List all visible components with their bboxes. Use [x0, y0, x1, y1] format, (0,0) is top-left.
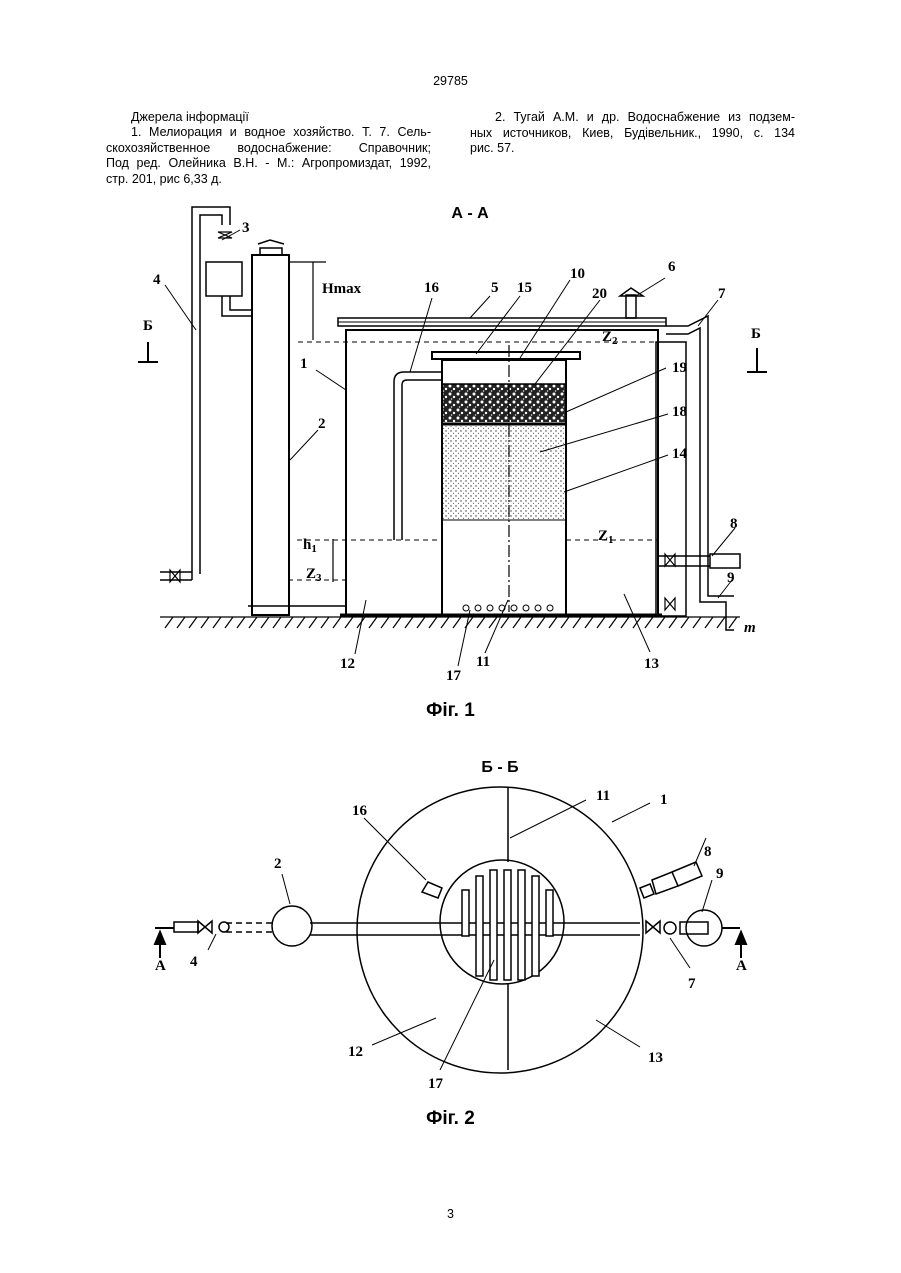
callout-4: 4: [153, 272, 161, 288]
reference-2-line-3: рис. 57.: [470, 141, 795, 157]
fig2-callout-16: 16: [352, 803, 368, 819]
callout-12: 12: [340, 656, 355, 672]
section-mark-a-right: А: [736, 958, 747, 974]
callout-9: 9: [727, 570, 735, 586]
document-number: 29785: [0, 74, 901, 90]
vent-cap: [620, 288, 643, 318]
fig2-callout-8: 8: [704, 844, 712, 860]
reference-1-line-3: Под ред. Олейника В.Н. - М.: Агропромизд…: [106, 156, 431, 172]
callout-20: 20: [592, 286, 607, 302]
reference-2-line-2: ных источников, Киев, Будівельник., 1990…: [470, 126, 795, 142]
tower-circle: [272, 906, 312, 946]
supply-pipe-4: [160, 207, 252, 580]
collector-holes: [463, 605, 553, 611]
reference-1-line-2: скохозяйственное водоснабжение: Справочн…: [106, 141, 431, 157]
dimension-hmax: [290, 262, 333, 582]
ground-hatch: [160, 617, 740, 628]
fig2-section-arrows: [155, 932, 746, 958]
tank-outline-circle: [357, 787, 643, 1073]
callout-18: 18: [672, 404, 687, 420]
callout-19: 19: [672, 360, 687, 376]
callout-11: 11: [476, 654, 490, 670]
slope-mark-m: m: [744, 620, 756, 636]
figure-1-caption: Фіг. 1: [0, 700, 901, 722]
fig2-callout-7: 7: [688, 976, 696, 992]
callout-3: 3: [242, 220, 250, 236]
fig2-callout-1: 1: [660, 792, 668, 808]
reference-1-line-4: стр. 201, рис 6,33 д.: [106, 172, 431, 188]
fig2-callout-2: 2: [274, 856, 282, 872]
callout-5: 5: [491, 280, 499, 296]
callout-2: 2: [318, 416, 326, 432]
callout-6: 6: [668, 259, 676, 275]
section-mark-b-left: Б: [143, 318, 153, 334]
pipe-9-circle: [686, 910, 722, 946]
filter-column: [432, 345, 580, 615]
z2-label: Z2: [602, 329, 618, 347]
section-mark-b-right: Б: [751, 326, 761, 342]
callout-10: 10: [570, 266, 585, 282]
callout-7: 7: [718, 286, 726, 302]
section-a-a-label: А - А: [451, 205, 489, 222]
reference-1-line-1: 1. Мелиорация и водное хозяйство. Т. 7. …: [106, 125, 431, 141]
h1-label: h1: [303, 537, 317, 555]
pipe-16: [394, 372, 442, 540]
collector-bars: [462, 870, 553, 980]
figure-2-drawing: Б - Б А А 16 11 1 2 8 9 4 7 12 17 13: [0, 750, 901, 1110]
fig2-callout-12: 12: [348, 1044, 363, 1060]
hmax-label: Hmax: [322, 281, 362, 297]
fig2-callout-4: 4: [190, 954, 198, 970]
callout-15: 15: [517, 280, 532, 296]
callout-17: 17: [446, 668, 462, 684]
references-heading: Джерела інформації: [131, 110, 431, 126]
callout-13: 13: [644, 656, 659, 672]
callout-16: 16: [424, 280, 440, 296]
reference-2-line-1: 2. Тугай А.М. и др. Водоснабжение из под…: [470, 110, 795, 126]
section-mark-a-left: А: [155, 958, 166, 974]
figure-1-drawing: А - А Б Б Hmax h1 Z3 Z1 Z2 m 3 4 1 2 16 …: [0, 190, 901, 730]
callout-14: 14: [672, 446, 688, 462]
reference-2: 2. Тугай А.М. и др. Водоснабжение из под…: [470, 110, 795, 157]
z1-label: Z1: [598, 528, 614, 546]
fig2-callout-11: 11: [596, 788, 610, 804]
fig2-callout-13: 13: [648, 1050, 663, 1066]
reference-1: 1. Мелиорация и водное хозяйство. Т. 7. …: [106, 125, 431, 187]
section-b-b-label: Б - Б: [481, 759, 518, 776]
figure-2-caption: Фіг. 2: [0, 1108, 901, 1130]
z3-label: Z3: [306, 566, 322, 584]
page-number: 3: [0, 1207, 901, 1223]
fig2-callout-9: 9: [716, 866, 724, 882]
callout-1: 1: [300, 356, 308, 372]
callout-8: 8: [730, 516, 738, 532]
fig2-callout-17: 17: [428, 1076, 444, 1092]
